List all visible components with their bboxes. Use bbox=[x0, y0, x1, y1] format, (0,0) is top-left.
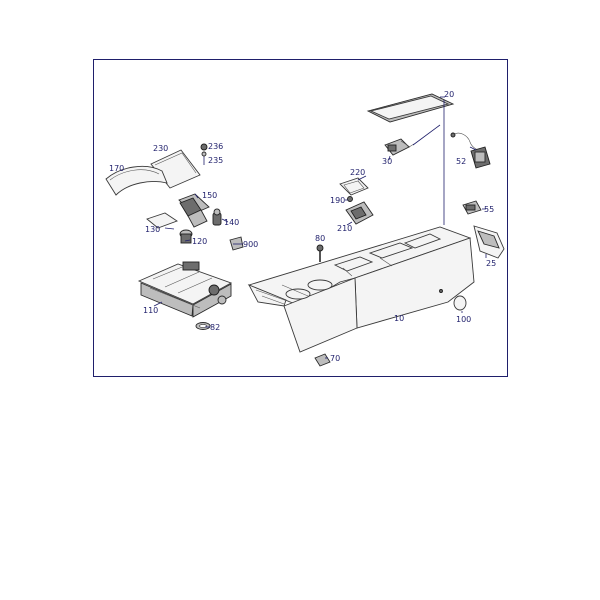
part-70-clip bbox=[314, 353, 331, 367]
callout-236: 236 bbox=[208, 142, 223, 151]
part-25-end-cap bbox=[473, 225, 505, 259]
callout-900: 900 bbox=[243, 240, 258, 249]
callout-170: 170 bbox=[109, 164, 124, 173]
callout-220: 220 bbox=[350, 168, 365, 177]
part-235-screw bbox=[201, 151, 207, 165]
part-82-ring bbox=[195, 322, 211, 330]
part-130-plate bbox=[146, 212, 178, 229]
callout-80: 80 bbox=[315, 234, 325, 243]
part-170-lid bbox=[105, 165, 168, 196]
callout-30: 30 bbox=[382, 157, 392, 166]
callout-82: 82 bbox=[210, 323, 220, 332]
part-52-connector bbox=[450, 132, 491, 169]
callout-55: 55 bbox=[484, 205, 494, 214]
callout-190: 190 bbox=[330, 196, 345, 205]
callout-100: 100 bbox=[456, 315, 471, 324]
callout-140: 140 bbox=[224, 218, 239, 227]
callout-230: 230 bbox=[153, 144, 168, 153]
callout-20: 20 bbox=[444, 90, 454, 99]
part-150-box bbox=[178, 193, 210, 228]
part-210-latch bbox=[345, 196, 374, 225]
callout-210: 210 bbox=[337, 224, 352, 233]
diagram-frame bbox=[93, 59, 508, 377]
part-55-switch bbox=[462, 200, 482, 215]
leader-lines bbox=[153, 100, 487, 359]
callout-150: 150 bbox=[202, 191, 217, 200]
part-80-screw bbox=[316, 244, 324, 262]
part-140-lighter bbox=[212, 208, 222, 226]
callout-110: 110 bbox=[143, 306, 158, 315]
callout-120: 120 bbox=[192, 237, 207, 246]
part-220-lid bbox=[339, 177, 369, 196]
part-20-mat bbox=[366, 93, 455, 123]
callout-70: 70 bbox=[330, 354, 340, 363]
part-10-console bbox=[247, 226, 475, 353]
callout-25: 25 bbox=[486, 259, 496, 268]
part-100-cap bbox=[453, 295, 467, 311]
part-110-tray bbox=[137, 261, 233, 318]
callout-130: 130 bbox=[145, 225, 160, 234]
callout-10: 10 bbox=[394, 314, 404, 323]
part-900-clip bbox=[229, 236, 244, 251]
callout-labels: 20 230 236 235 170 150 30 52 220 190 210… bbox=[109, 90, 496, 363]
callout-235: 235 bbox=[208, 156, 223, 165]
part-120-socket bbox=[179, 229, 193, 244]
callout-52: 52 bbox=[456, 157, 466, 166]
part-236-screw bbox=[200, 143, 208, 151]
